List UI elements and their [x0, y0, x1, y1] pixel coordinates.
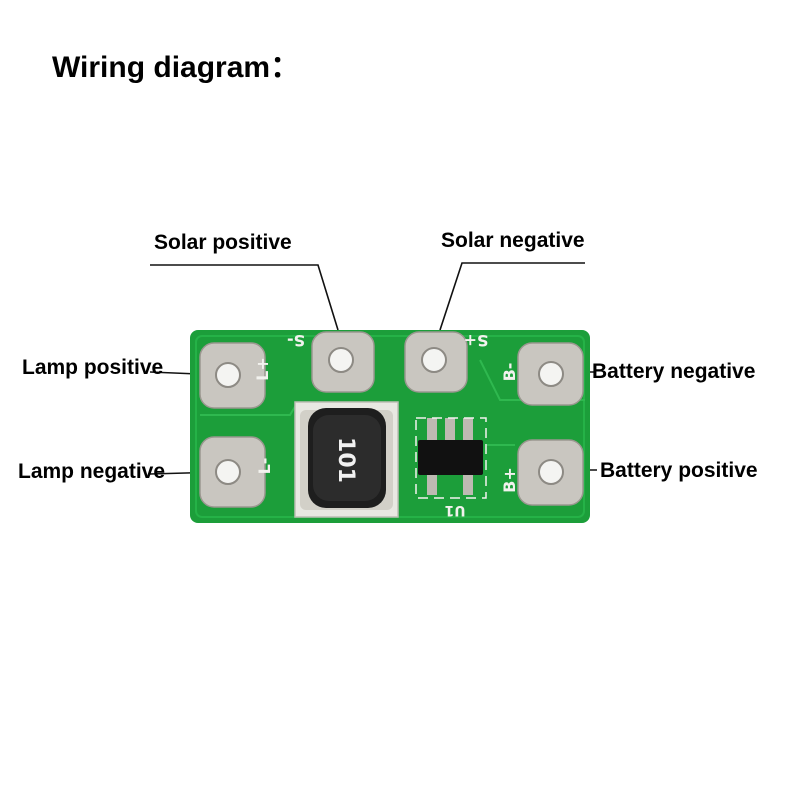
leader-solar-negative [439, 262, 585, 331]
silk-u1: U1 [444, 502, 465, 518]
leader-solar-positive [150, 264, 339, 331]
pads [199, 331, 584, 508]
label-solar-positive: Solar positive [154, 231, 292, 254]
inductor: 101 [294, 401, 399, 518]
silk-b-minus: B- [500, 363, 519, 382]
pad-battery-positive [517, 439, 584, 506]
label-lamp-negative: Lamp negative [18, 460, 166, 483]
page-title: Wiring diagram： [52, 51, 301, 84]
silk-s-plus: S+ [464, 331, 489, 350]
trace-lamp-divider [200, 404, 297, 416]
label-lamp-positive: Lamp positive [22, 356, 164, 379]
pad-solar-positive [311, 331, 375, 393]
leader-lines [149, 262, 597, 475]
pad-lamp-negative [199, 436, 266, 508]
inductor-marking: 101 [333, 437, 358, 483]
label-battery-positive: Battery positive [600, 459, 758, 482]
silk-l-plus: L+ [253, 357, 272, 381]
silk-b-plus: B+ [500, 467, 519, 493]
silk-l-minus: L- [255, 458, 274, 475]
pad-solar-negative [404, 331, 468, 393]
pad-battery-negative [517, 342, 584, 406]
silk-s-minus: S- [287, 331, 305, 350]
label-solar-negative: Solar negative [441, 229, 585, 252]
pad-lamp-positive [199, 342, 266, 409]
label-battery-negative: Battery negative [592, 360, 756, 383]
ic-u1 [415, 417, 487, 499]
